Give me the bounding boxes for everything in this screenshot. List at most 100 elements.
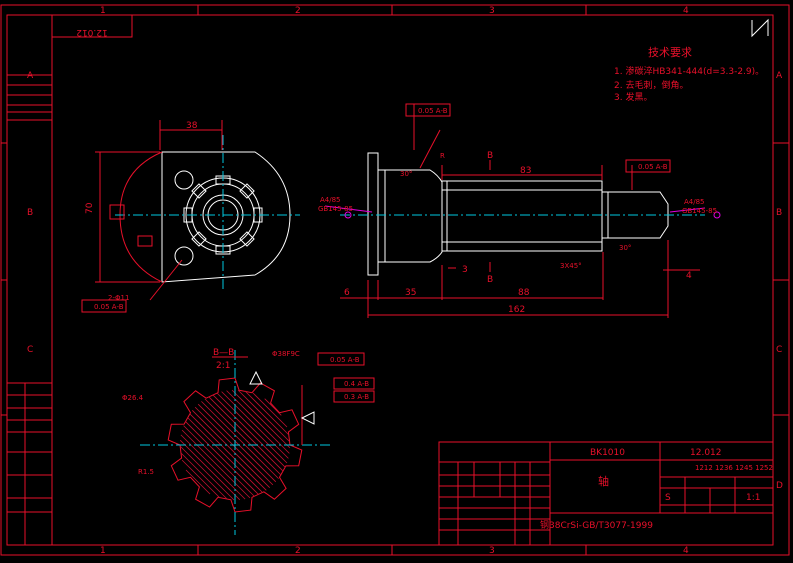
zone-letter-b-r: B (776, 208, 782, 218)
hatch-line (180, 434, 246, 500)
tol-frame-1 (81, 299, 127, 313)
hatch-line (181, 429, 251, 499)
two-holes-label: 2-Φ11 (108, 294, 129, 302)
dia-264: Φ26.4 (122, 394, 144, 402)
tech-req-2: 2. 去毛刺，倒角。 (614, 79, 688, 91)
section-scale: 2:1 (216, 361, 230, 371)
hatch-line (244, 390, 290, 436)
gb-left: GB145-85 (318, 205, 353, 213)
section-view (140, 350, 330, 535)
dim-6: 6 (344, 288, 350, 298)
zone-num-2b: 2 (295, 546, 301, 556)
dim-88: 88 (518, 288, 530, 298)
hatch-line (192, 410, 270, 488)
dim-70: 70 (85, 202, 95, 214)
rotated-number: 12.012 (76, 27, 108, 37)
tol-frame-2 (405, 103, 451, 117)
corner-mark (751, 18, 769, 38)
angle-30b: 30° (619, 244, 631, 252)
centerhole-left: A4/85 (320, 196, 341, 204)
hatch-line (204, 398, 282, 476)
drawing-number: 12.012 (690, 448, 722, 458)
tol-frame-6 (333, 390, 375, 403)
part-name: 轴 (598, 474, 609, 488)
hatch-line (189, 413, 267, 491)
tol-5: 0.4 A-B (344, 380, 369, 388)
hatch-line (179, 439, 241, 501)
hatch-line (187, 417, 263, 493)
section-mark-bottom: B (487, 275, 493, 285)
section-title: B—B (213, 348, 234, 358)
dim-3: 3 (462, 265, 468, 275)
hatch-line (221, 391, 289, 459)
chamfer-label: 3X45° (560, 262, 582, 270)
dim-162: 162 (508, 305, 525, 315)
tech-req-1: 1. 渗碳淬HB341-444(d=3.3-2.9)。 (614, 65, 764, 77)
hatch-line (181, 459, 221, 499)
tol-6: 0.3 A-B (344, 393, 369, 401)
hatch-line (179, 445, 235, 501)
zone-letter-b: B (27, 208, 33, 218)
hatch-line (237, 389, 291, 443)
hatch-line (208, 396, 284, 472)
zone-letter-c-r: C (776, 345, 782, 355)
mark: S (665, 493, 671, 503)
hatch-line (197, 403, 277, 483)
zone-letter-a-r: A (776, 71, 783, 81)
hatch-line (231, 389, 291, 449)
hatch-line (183, 425, 255, 497)
tech-req-3: 3. 发黑。 (614, 91, 652, 103)
hatch-line (180, 452, 228, 500)
zone-num-3b: 3 (489, 546, 495, 556)
zone-num-1: 1 (100, 6, 106, 16)
tol-4: 0.05 A-B (330, 356, 360, 364)
r15-label: R1.5 (138, 468, 154, 476)
dim-35: 35 (405, 288, 416, 298)
centerhole-right: A4/85 (684, 198, 705, 206)
tol-1: 0.05 A-B (94, 303, 124, 311)
hatch-line (252, 392, 288, 428)
zone-num-2: 2 (295, 6, 301, 16)
hatch-line (201, 401, 279, 479)
zone-num-4b: 4 (683, 546, 689, 556)
hatch-line (185, 421, 259, 495)
zone-letter-c: C (27, 345, 33, 355)
left-strip (6, 15, 53, 546)
end-view (95, 120, 300, 301)
tol-frame-5 (333, 377, 375, 390)
zone-letter-d-r: D (776, 481, 783, 491)
tol-frame-3 (625, 159, 671, 173)
section-hatch (179, 389, 291, 501)
scale: 1:1 (746, 493, 760, 503)
radius-label: R (440, 152, 445, 160)
section-mark-top: B (487, 151, 493, 161)
hatch-line (216, 392, 288, 464)
tol-2: 0.05 A-B (418, 107, 448, 115)
tech-req-title: 技术要求 (648, 46, 692, 59)
hatch-line (194, 406, 274, 486)
zone-letter-a: A (27, 71, 34, 81)
zone-num-4: 4 (683, 6, 689, 16)
title-block (438, 441, 774, 546)
gb-right: GB145-85 (682, 207, 717, 215)
material: 钢38CrSi-GB/T3077-1999 (540, 519, 653, 531)
hatch-line (185, 469, 211, 495)
dim-83: 83 (520, 166, 531, 176)
dim-38: 38 (186, 121, 198, 131)
drawing-code: BK1010 (590, 448, 625, 458)
hatch-line (264, 398, 282, 416)
angle-30a: 30° (400, 170, 412, 178)
hatch-line (212, 394, 286, 468)
zone-num-3: 3 (489, 6, 495, 16)
zone-ticks (1, 5, 789, 555)
weights: 1212 1236 1245 1252 (695, 464, 773, 472)
tol-frame-4 (317, 352, 365, 366)
dim-4: 4 (686, 271, 692, 281)
zone-num-1b: 1 (100, 546, 106, 556)
tol-3: 0.05 A-B (638, 163, 668, 171)
inner-border (6, 14, 774, 546)
shaft-view (324, 104, 721, 318)
spline-spec: Φ38F9C (272, 350, 300, 358)
hatch-line (226, 390, 290, 454)
